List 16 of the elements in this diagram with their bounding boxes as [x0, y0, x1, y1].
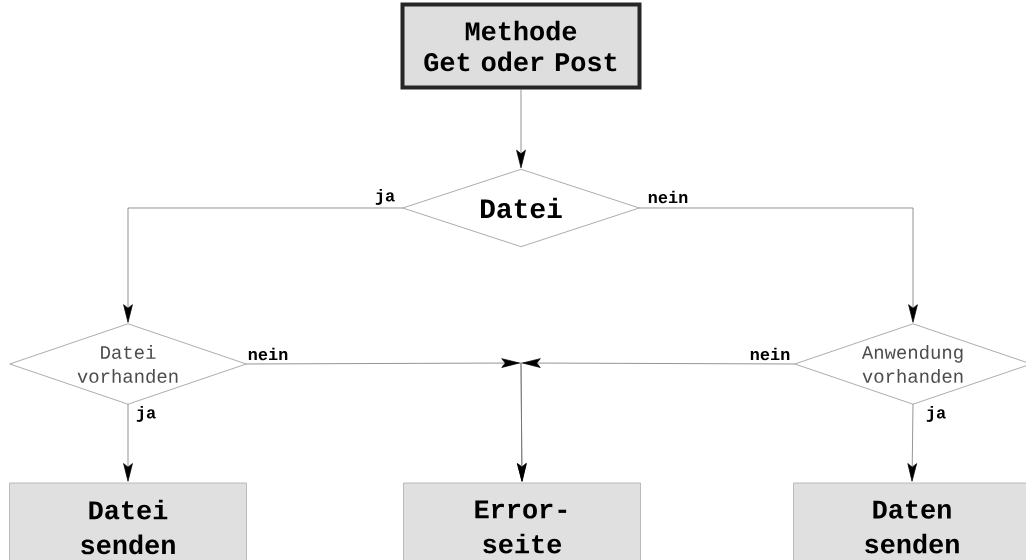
arrow	[638, 207, 918, 323]
arrow	[123, 403, 133, 482]
arrow	[907, 403, 918, 482]
arrow	[123, 207, 404, 323]
edge-label: ja	[926, 406, 946, 422]
process-box: Error- seite	[403, 482, 641, 560]
arrow	[516, 89, 526, 169]
start-box: Methode Get oder Post	[400, 2, 642, 90]
edge-label: nein	[248, 347, 288, 361]
edge-label: ja	[375, 189, 395, 205]
edge-label: nein	[648, 190, 688, 204]
process-box: Daten senden	[793, 482, 1026, 560]
edge-label: ja	[136, 406, 156, 422]
process-box: Datei senden	[9, 482, 247, 560]
arrow	[517, 358, 796, 482]
edge-label: nein	[750, 347, 790, 361]
